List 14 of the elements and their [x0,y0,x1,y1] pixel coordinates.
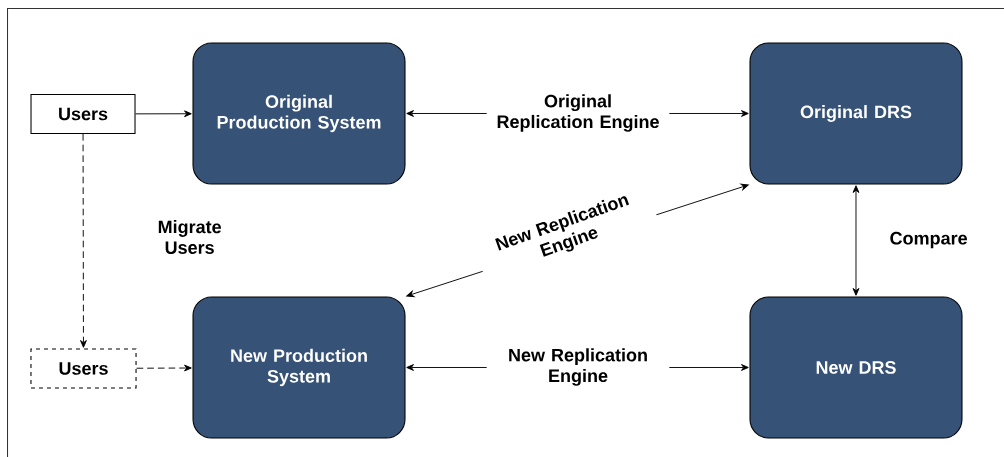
edge-label: New Replication Engine [486,346,670,388]
users-box: Users [30,348,137,389]
edge-label: Original Replication Engine [486,92,670,134]
arrow [136,364,192,372]
arrow [80,133,87,348]
system-box: Original Production System [192,42,406,185]
arrow [135,110,192,118]
system-box: Original DRS [749,42,963,185]
edge-label: Migrate Users [158,220,221,254]
system-box: New Production System [192,296,406,439]
users-box: Users [30,94,136,134]
arrow [852,185,860,296]
edge-label: Compare [890,231,967,249]
system-box: New DRS [749,296,963,439]
